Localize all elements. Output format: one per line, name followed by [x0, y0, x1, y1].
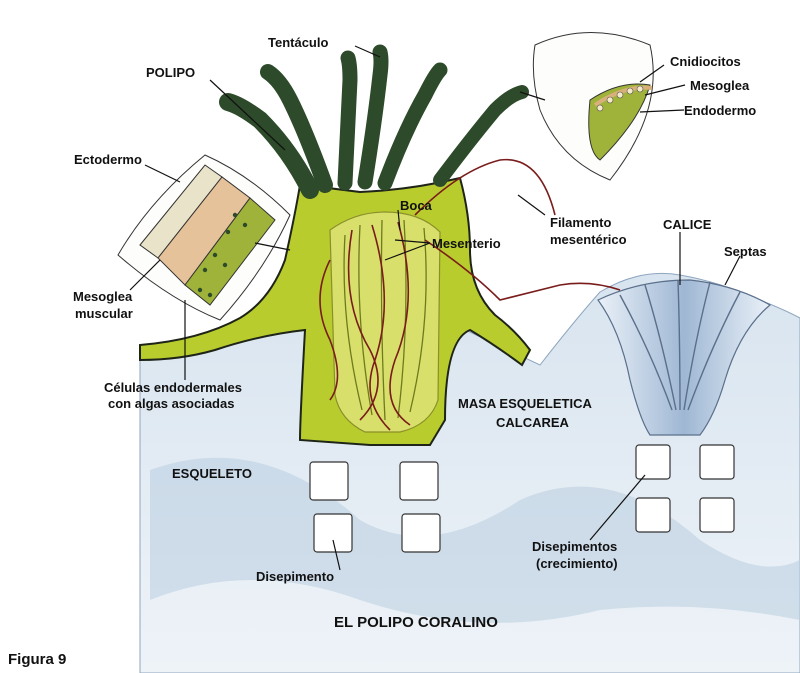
- dissepiment-square: [399, 461, 439, 501]
- dissepiments: [309, 444, 735, 553]
- mesentery-folds: [343, 219, 427, 421]
- figure-number: Figura 9: [8, 651, 66, 668]
- dissepiment-square: [401, 513, 441, 553]
- tentacle: [433, 85, 529, 187]
- label-ectodermo: Ectodermo: [74, 152, 142, 167]
- inset-pointer-left: [254, 242, 291, 251]
- label-masa-1: MASA ESQUELETICA: [458, 396, 592, 411]
- label-mesoglea-muscular-1: Mesoglea: [73, 289, 133, 304]
- mesenteric-filaments: [319, 158, 621, 431]
- dissepiment-square: [313, 513, 353, 553]
- tissue-inset-right: [532, 32, 654, 181]
- dissepiment-square: [635, 497, 671, 533]
- tentacle: [377, 62, 448, 191]
- label-mesoglea: Mesoglea: [690, 78, 750, 93]
- tentacle: [260, 64, 333, 193]
- label-tentaculo: Tentáculo: [268, 35, 328, 50]
- label-disepimentos-1: Disepimentos: [532, 539, 617, 554]
- septum: [687, 291, 741, 411]
- label-endodermo: Endodermo: [684, 103, 756, 118]
- label-esqueleto: ESQUELETO: [172, 466, 252, 481]
- dissepiment-square: [699, 444, 735, 480]
- tentacles: [219, 44, 529, 199]
- dissepiment-square: [309, 461, 349, 501]
- label-polipo: POLIPO: [146, 65, 195, 80]
- label-calice: CALICE: [663, 217, 712, 232]
- label-disepimento: Disepimento: [256, 569, 334, 584]
- label-cnidiocitos: Cnidiocitos: [670, 54, 741, 69]
- label-mesoglea-muscular-2: muscular: [75, 306, 133, 321]
- tissue-inset-left: [117, 154, 291, 321]
- septum: [677, 279, 681, 411]
- label-boca: Boca: [400, 198, 433, 213]
- dissepiment-square: [699, 497, 735, 533]
- tentacle: [337, 50, 358, 191]
- septum: [644, 284, 677, 411]
- label-septas: Septas: [724, 244, 767, 259]
- label-filamento-1: Filamento: [550, 215, 611, 230]
- tentacle: [357, 44, 389, 190]
- septum: [619, 294, 673, 411]
- label-mesenterio: Mesenterio: [432, 236, 501, 251]
- inset-pointer-right: [519, 91, 546, 101]
- label-masa-2: CALCAREA: [496, 415, 570, 430]
- gastric-cavity: [329, 211, 441, 433]
- dissepiment-square: [635, 444, 671, 480]
- leader-lines: [129, 45, 741, 571]
- diagram-title: EL POLIPO CORALINO: [334, 614, 498, 631]
- label-celulas-2: con algas asociadas: [108, 396, 234, 411]
- septum: [683, 281, 711, 411]
- septa-group: [619, 279, 741, 411]
- label-filamento-2: mesentérico: [550, 232, 627, 247]
- label-celulas-1: Células endodermales: [104, 380, 242, 395]
- label-disepimentos-2: (crecimiento): [536, 556, 618, 571]
